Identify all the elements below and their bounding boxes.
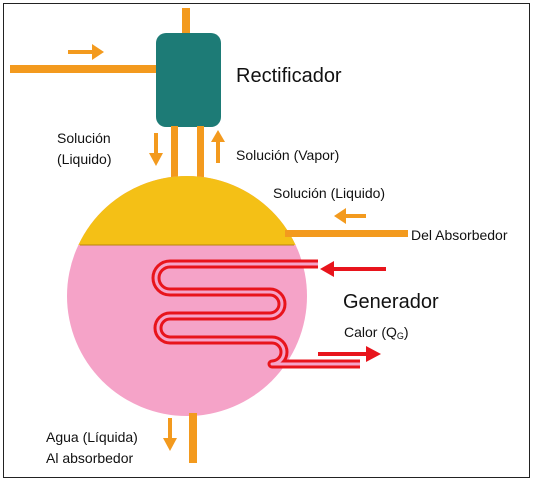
generator-vapor-dome <box>67 176 307 245</box>
heat-in-arrow <box>320 261 386 277</box>
vapor-uppipe <box>197 126 204 184</box>
solucion-liquido-top-label-2: (Liquido) <box>57 151 112 167</box>
absorber-inlet-arrow <box>334 208 366 224</box>
heat-out-arrow <box>318 346 381 362</box>
diagram-frame <box>3 3 530 478</box>
inlet-arrow <box>68 44 104 60</box>
bottom-outlet-pipe <box>189 413 197 463</box>
outlet-down-arrow <box>163 418 177 451</box>
left-inlet-pipe <box>10 65 158 73</box>
rectificador-vessel <box>156 33 221 127</box>
rectificador-label: Rectificador <box>236 65 342 87</box>
solucion-liquido-right-label: Solución (Liquido) <box>273 185 386 201</box>
liquid-downpipe <box>171 126 178 184</box>
liquid-down-arrow <box>149 133 163 166</box>
del-absorbedor-label: Del Absorbedor <box>411 227 508 243</box>
vapor-up-arrow <box>211 130 225 163</box>
agua-liquida-label: Agua (Líquida) <box>46 429 138 445</box>
solucion-liquido-top-label-1: Solución <box>57 130 111 146</box>
generador-label: Generador <box>343 291 439 313</box>
calor-label: Calor (QG) <box>344 324 409 341</box>
top-vapor-pipe <box>182 8 190 36</box>
al-absorbedor-label: Al absorbedor <box>46 450 134 466</box>
absorber-inlet-pipe <box>285 230 408 237</box>
solucion-vapor-label: Solución (Vapor) <box>236 147 340 163</box>
